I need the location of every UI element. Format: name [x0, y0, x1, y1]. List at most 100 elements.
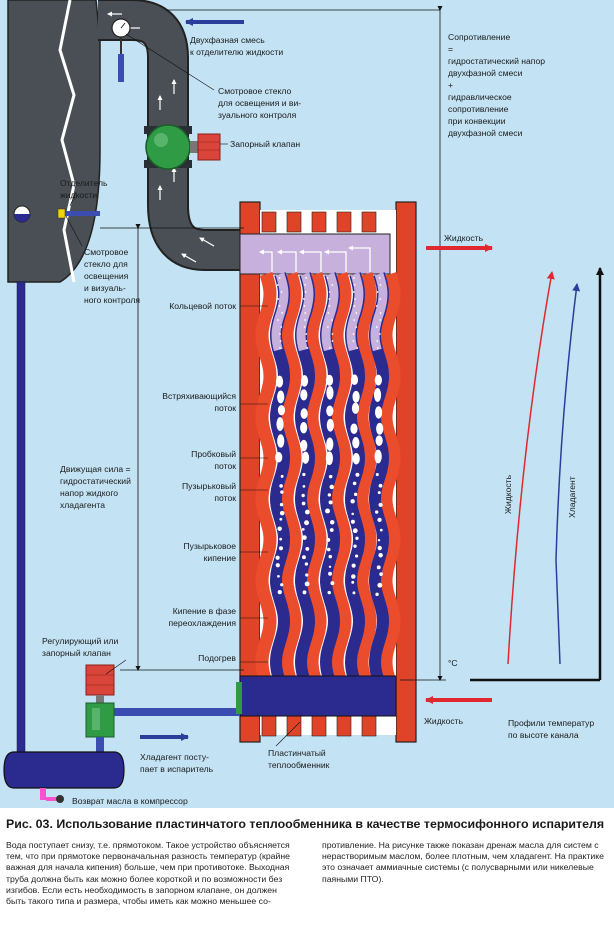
bubble — [277, 405, 286, 416]
droplet — [276, 284, 279, 286]
droplet — [327, 312, 330, 314]
droplet — [304, 284, 306, 286]
bubble — [305, 573, 309, 577]
plate-tab — [336, 715, 352, 737]
droplet — [280, 291, 283, 293]
bubble — [350, 499, 355, 504]
gauge-icon — [111, 18, 131, 82]
droplet — [303, 305, 306, 307]
bubble — [300, 375, 309, 387]
refrigerant-temp-curve — [555, 283, 581, 665]
leader-lines — [65, 33, 301, 747]
bubble — [354, 554, 359, 558]
droplet — [331, 333, 334, 335]
droplet — [327, 326, 329, 328]
bubble — [350, 374, 359, 386]
bubble — [326, 537, 331, 542]
water-channel — [280, 272, 302, 680]
bubble — [300, 408, 308, 419]
bubble — [350, 519, 355, 524]
droplet — [279, 333, 281, 335]
droplet — [376, 291, 379, 293]
bubble — [352, 528, 358, 534]
bubble — [326, 547, 331, 552]
bubble — [300, 421, 308, 434]
annular-flow-label: Кольцевой поток — [169, 301, 236, 311]
water-channel — [255, 272, 277, 680]
bubble — [352, 437, 360, 449]
bubble — [277, 434, 285, 448]
droplet — [305, 277, 307, 279]
droplet — [302, 298, 305, 300]
liquid-temp-curve — [507, 271, 555, 665]
bubble — [329, 520, 335, 525]
bubble — [376, 565, 381, 570]
inlet-pipe — [110, 682, 242, 716]
bubble — [377, 539, 381, 542]
bubble — [279, 502, 284, 507]
droplet — [304, 291, 307, 293]
bubble — [275, 555, 280, 560]
bubble — [352, 591, 356, 595]
shutoff-valve-icon — [144, 124, 221, 170]
bubble — [378, 483, 383, 488]
bubble — [374, 449, 382, 464]
bubble — [301, 493, 305, 498]
droplet — [379, 319, 382, 321]
water-channel — [330, 272, 352, 680]
vapor-core — [370, 272, 388, 352]
axis-liquid-label: Жидкость — [503, 474, 513, 514]
droplet — [328, 347, 331, 349]
droplet — [353, 319, 356, 321]
bubble — [377, 582, 383, 588]
droplet — [355, 326, 358, 328]
plate-tab — [261, 211, 277, 233]
temperature-profile-chart — [470, 267, 604, 682]
side-sight-glass-icon — [57, 208, 100, 219]
droplet — [277, 319, 279, 321]
plate-tab — [311, 211, 327, 233]
vapor-manifold — [239, 233, 391, 275]
bubble — [277, 589, 282, 595]
bubble — [277, 526, 282, 531]
bubble — [280, 474, 284, 478]
bubble — [377, 545, 382, 551]
bubble — [351, 580, 355, 584]
bubble — [325, 508, 331, 514]
bubble — [374, 510, 379, 514]
bubble — [279, 517, 283, 521]
bubble — [328, 474, 333, 479]
bubble — [301, 555, 306, 560]
vapor-core — [346, 272, 364, 352]
bubble — [351, 574, 356, 579]
flow-arrows — [140, 18, 493, 741]
preheat-label: Подогрев — [198, 653, 236, 663]
bubble — [301, 451, 310, 464]
vapor-outflow-arrows — [259, 245, 371, 272]
bubble — [351, 512, 354, 516]
bubble — [325, 374, 334, 386]
droplet — [328, 291, 331, 293]
water-channel — [305, 272, 327, 680]
droplet — [328, 298, 331, 300]
plate-tab — [311, 715, 327, 737]
bubble — [302, 535, 307, 540]
bubble — [279, 510, 285, 516]
droplet — [304, 319, 306, 321]
bubble — [276, 417, 284, 432]
bubble — [353, 492, 358, 497]
droplet — [375, 326, 378, 328]
droplet — [376, 340, 379, 342]
vapor-core — [321, 272, 339, 352]
droplet — [378, 277, 381, 279]
